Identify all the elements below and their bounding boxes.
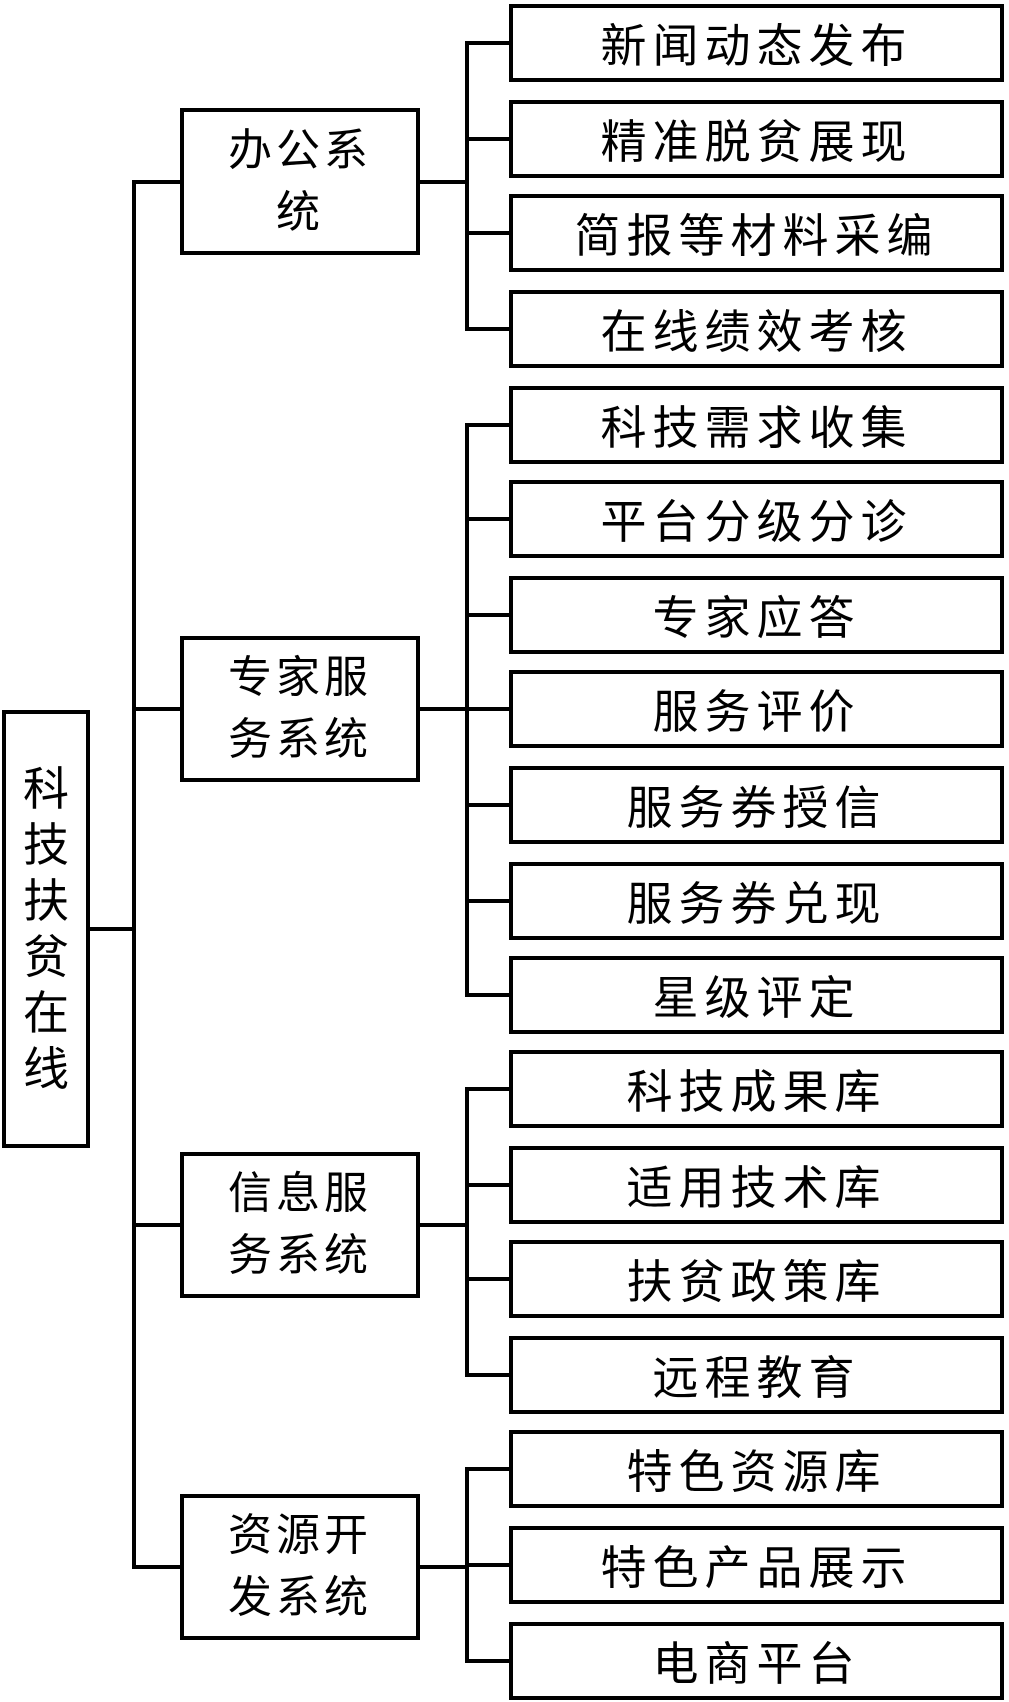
leaf-bus-line bbox=[465, 1087, 469, 1377]
leaf-label: 适用技术库 bbox=[626, 1161, 887, 1215]
leaf-node: 服务券兑现 bbox=[509, 862, 1004, 940]
leaf-label: 平台分级分诊 bbox=[600, 495, 913, 549]
leaf-node: 简报等材料采编 bbox=[509, 194, 1004, 272]
leaf-node: 特色产品展示 bbox=[509, 1526, 1004, 1604]
leaf-label: 专家应答 bbox=[652, 591, 861, 645]
leaf-connector bbox=[465, 1183, 509, 1187]
branch-connector bbox=[132, 1565, 180, 1569]
leaf-connector bbox=[465, 1087, 509, 1091]
leaf-node: 电商平台 bbox=[509, 1622, 1004, 1700]
branch-out-connector bbox=[420, 707, 469, 711]
root-node: 科技扶贫在线 bbox=[2, 710, 90, 1148]
leaf-connector bbox=[465, 803, 509, 807]
leaf-connector bbox=[465, 231, 509, 235]
leaf-node: 适用技术库 bbox=[509, 1146, 1004, 1224]
leaf-node: 特色资源库 bbox=[509, 1430, 1004, 1508]
leaf-connector bbox=[465, 327, 509, 331]
leaf-label: 特色资源库 bbox=[626, 1445, 887, 1499]
branch-label: 办公系统 bbox=[228, 124, 372, 238]
leaf-label: 新闻动态发布 bbox=[600, 19, 913, 73]
leaf-label: 特色产品展示 bbox=[600, 1541, 913, 1595]
branch-label: 资源开发系统 bbox=[228, 1510, 372, 1623]
leaf-node: 服务评价 bbox=[509, 670, 1004, 748]
leaf-label: 科技需求收集 bbox=[600, 401, 913, 455]
branch-connector bbox=[132, 1223, 180, 1227]
leaf-connector bbox=[465, 517, 509, 521]
leaf-connector bbox=[465, 613, 509, 617]
leaf-connector bbox=[465, 41, 509, 45]
leaf-connector bbox=[465, 423, 509, 427]
branch-label: 信息服务系统 bbox=[228, 1168, 372, 1281]
branch-out-connector bbox=[420, 1565, 469, 1569]
leaf-bus-line bbox=[465, 41, 469, 331]
leaf-bus-line bbox=[465, 423, 469, 997]
leaf-label: 在线绩效考核 bbox=[600, 305, 913, 359]
leaf-node: 新闻动态发布 bbox=[509, 4, 1004, 82]
leaf-connector bbox=[465, 1277, 509, 1281]
branch-connector bbox=[132, 179, 180, 184]
leaf-label: 电商平台 bbox=[652, 1637, 861, 1691]
leaf-label: 简报等材料采编 bbox=[574, 209, 939, 263]
branch-label: 专家服务系统 bbox=[228, 652, 372, 765]
leaf-bus-line bbox=[465, 1467, 469, 1663]
leaf-node: 精准脱贫展现 bbox=[509, 100, 1004, 178]
leaf-node: 扶贫政策库 bbox=[509, 1240, 1004, 1318]
leaf-label: 扶贫政策库 bbox=[626, 1255, 887, 1309]
trunk-line bbox=[132, 179, 136, 1569]
leaf-label: 服务评价 bbox=[652, 685, 861, 739]
leaf-connector bbox=[465, 1467, 509, 1471]
leaf-connector bbox=[465, 1659, 509, 1663]
leaf-node: 平台分级分诊 bbox=[509, 480, 1004, 558]
leaf-label: 服务券兑现 bbox=[626, 877, 887, 931]
branch-node: 办公系统 bbox=[180, 108, 420, 255]
leaf-connector bbox=[465, 1373, 509, 1377]
leaf-connector bbox=[465, 993, 509, 997]
leaf-node: 远程教育 bbox=[509, 1336, 1004, 1414]
branch-out-connector bbox=[420, 179, 469, 184]
branch-connector bbox=[132, 707, 180, 711]
leaf-label: 精准脱贫展现 bbox=[600, 115, 913, 169]
branch-node: 专家服务系统 bbox=[180, 636, 420, 782]
leaf-label: 远程教育 bbox=[652, 1351, 861, 1405]
branch-node: 信息服务系统 bbox=[180, 1152, 420, 1298]
leaf-connector bbox=[465, 137, 509, 141]
leaf-label: 科技成果库 bbox=[626, 1065, 887, 1119]
root-label: 科技扶贫在线 bbox=[23, 762, 69, 1096]
leaf-node: 服务券授信 bbox=[509, 766, 1004, 844]
leaf-node: 科技需求收集 bbox=[509, 386, 1004, 464]
leaf-label: 服务券授信 bbox=[626, 781, 887, 835]
root-connector bbox=[90, 927, 136, 931]
leaf-label: 星级评定 bbox=[652, 971, 861, 1025]
leaf-node: 科技成果库 bbox=[509, 1050, 1004, 1128]
leaf-node: 星级评定 bbox=[509, 956, 1004, 1034]
leaf-node: 专家应答 bbox=[509, 576, 1004, 654]
leaf-connector bbox=[465, 707, 509, 711]
branch-out-connector bbox=[420, 1223, 469, 1227]
leaf-connector bbox=[465, 1563, 509, 1567]
branch-node: 资源开发系统 bbox=[180, 1494, 420, 1640]
leaf-node: 在线绩效考核 bbox=[509, 290, 1004, 368]
leaf-connector bbox=[465, 899, 509, 903]
